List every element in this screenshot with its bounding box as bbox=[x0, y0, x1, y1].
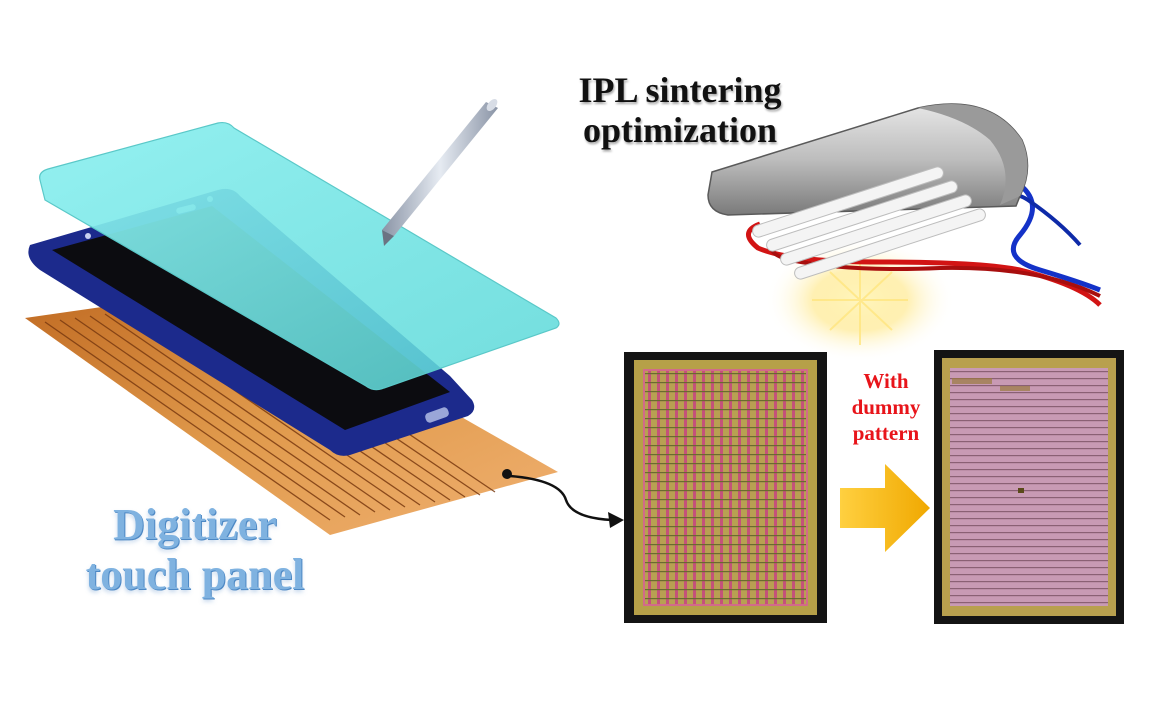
digitizer-title: Digitizer touch panel bbox=[60, 500, 330, 600]
dummy-pattern-label: With dummy pattern bbox=[838, 368, 934, 446]
right-arrow-icon bbox=[840, 464, 930, 552]
ipl-sintering-title: IPL sintering optimization bbox=[560, 70, 800, 150]
dummy-label-line1: With bbox=[863, 369, 909, 393]
ipl-title-line1: IPL sintering bbox=[578, 70, 782, 110]
cover-glass bbox=[39, 121, 560, 391]
digitizer-title-line2: touch panel bbox=[85, 550, 305, 599]
ipl-lamp-icon bbox=[707, 103, 1102, 307]
photo-with-dummy bbox=[934, 350, 1124, 624]
stylus-pen-icon bbox=[382, 98, 498, 246]
dummy-label-line3: pattern bbox=[852, 421, 920, 445]
photo-without-dummy bbox=[624, 352, 827, 623]
digitizer-title-line1: Digitizer bbox=[113, 500, 277, 549]
curved-arrow-icon bbox=[509, 474, 624, 528]
dummy-label-line2: dummy bbox=[851, 395, 921, 419]
ipl-title-line2: optimization bbox=[583, 110, 777, 150]
